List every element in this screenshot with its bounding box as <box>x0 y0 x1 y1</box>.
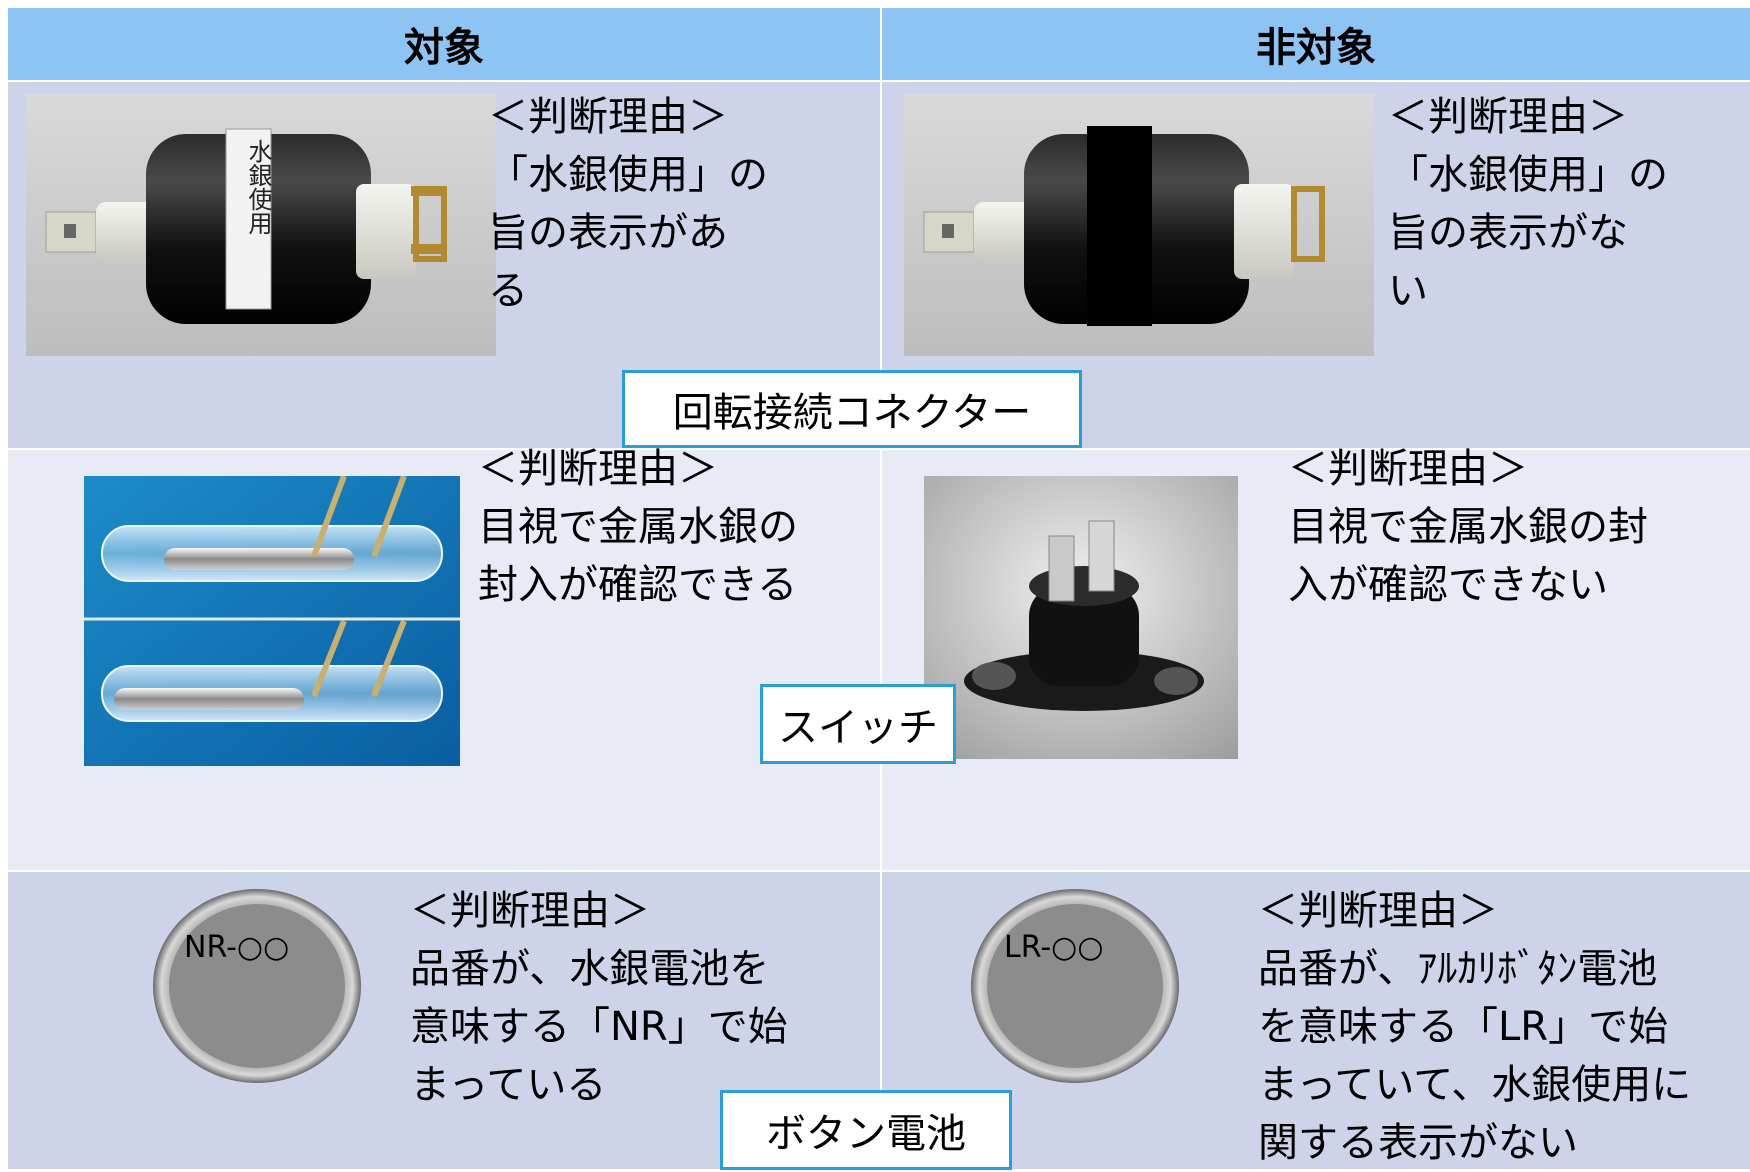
reason-nontarget-battery: ＜判断理由＞ 品番が、ｱﾙｶﾘﾎﾞﾀﾝ電池 を意味する「LR」で始 まっていて、… <box>1258 888 1692 1166</box>
reason-target-battery: ＜判断理由＞ 品番が、水銀電池を 意味する「NR」で始 まっている <box>410 888 788 1108</box>
row-rotary-connector: 水銀使用 ＜判断理由＞ 「水銀使用」の 旨の表示があ る ＜判断理由＞ 「水銀使… <box>8 82 1750 448</box>
cell-nontarget-switch: ＜判断理由＞ 目視で金属水銀の封 入が確認できない <box>882 446 1750 870</box>
cell-nontarget-battery: LR-○○ ＜判断理由＞ 品番が、ｱﾙｶﾘﾎﾞﾀﾝ電池 を意味する「LR」で始 … <box>882 872 1750 1169</box>
cell-target-connector: 水銀使用 ＜判断理由＞ 「水銀使用」の 旨の表示があ る <box>8 82 880 448</box>
reason-target-switch: ＜判断理由＞ 目視で金属水銀の 封入が確認できる <box>478 446 798 608</box>
cell-target-switch: ＜判断理由＞ 目視で金属水銀の 封入が確認できる <box>8 446 880 870</box>
header-target: 対象 <box>8 8 880 80</box>
row-switch: ＜判断理由＞ 目視で金属水銀の 封入が確認できる ＜判断理 <box>8 446 1750 870</box>
reason-target-connector: ＜判断理由＞ 「水銀使用」の 旨の表示があ る <box>488 94 768 314</box>
header-nontarget: 非対象 <box>882 8 1750 80</box>
connector-photo-target: 水銀使用 <box>26 94 496 356</box>
reason-nontarget-connector: ＜判断理由＞ 「水銀使用」の 旨の表示がな い <box>1388 94 1668 314</box>
switch-photo-nontarget <box>924 476 1238 759</box>
battery-icon-target: NR-○○ <box>150 886 364 1086</box>
comparison-table: 対象 非対象 <box>8 8 1750 1170</box>
switch-photo-target <box>84 476 460 766</box>
row-button-battery: NR-○○ ＜判断理由＞ 品番が、水銀電池を 意味する「NR」で始 まっている … <box>8 872 1750 1170</box>
category-tag-connector: 回転接続コネクター <box>622 370 1082 448</box>
reason-nontarget-switch: ＜判断理由＞ 目視で金属水銀の封 入が確認できない <box>1288 446 1648 608</box>
category-tag-battery: ボタン電池 <box>720 1090 1012 1170</box>
battery-icon-nontarget: LR-○○ <box>968 886 1182 1086</box>
mercury-sticker-text: 水銀使用 <box>244 139 272 235</box>
battery-label-nontarget: LR-○○ <box>1004 930 1104 965</box>
connector-photo-nontarget <box>904 94 1374 356</box>
battery-label-target: NR-○○ <box>184 930 290 965</box>
category-tag-switch: スイッチ <box>760 684 956 764</box>
